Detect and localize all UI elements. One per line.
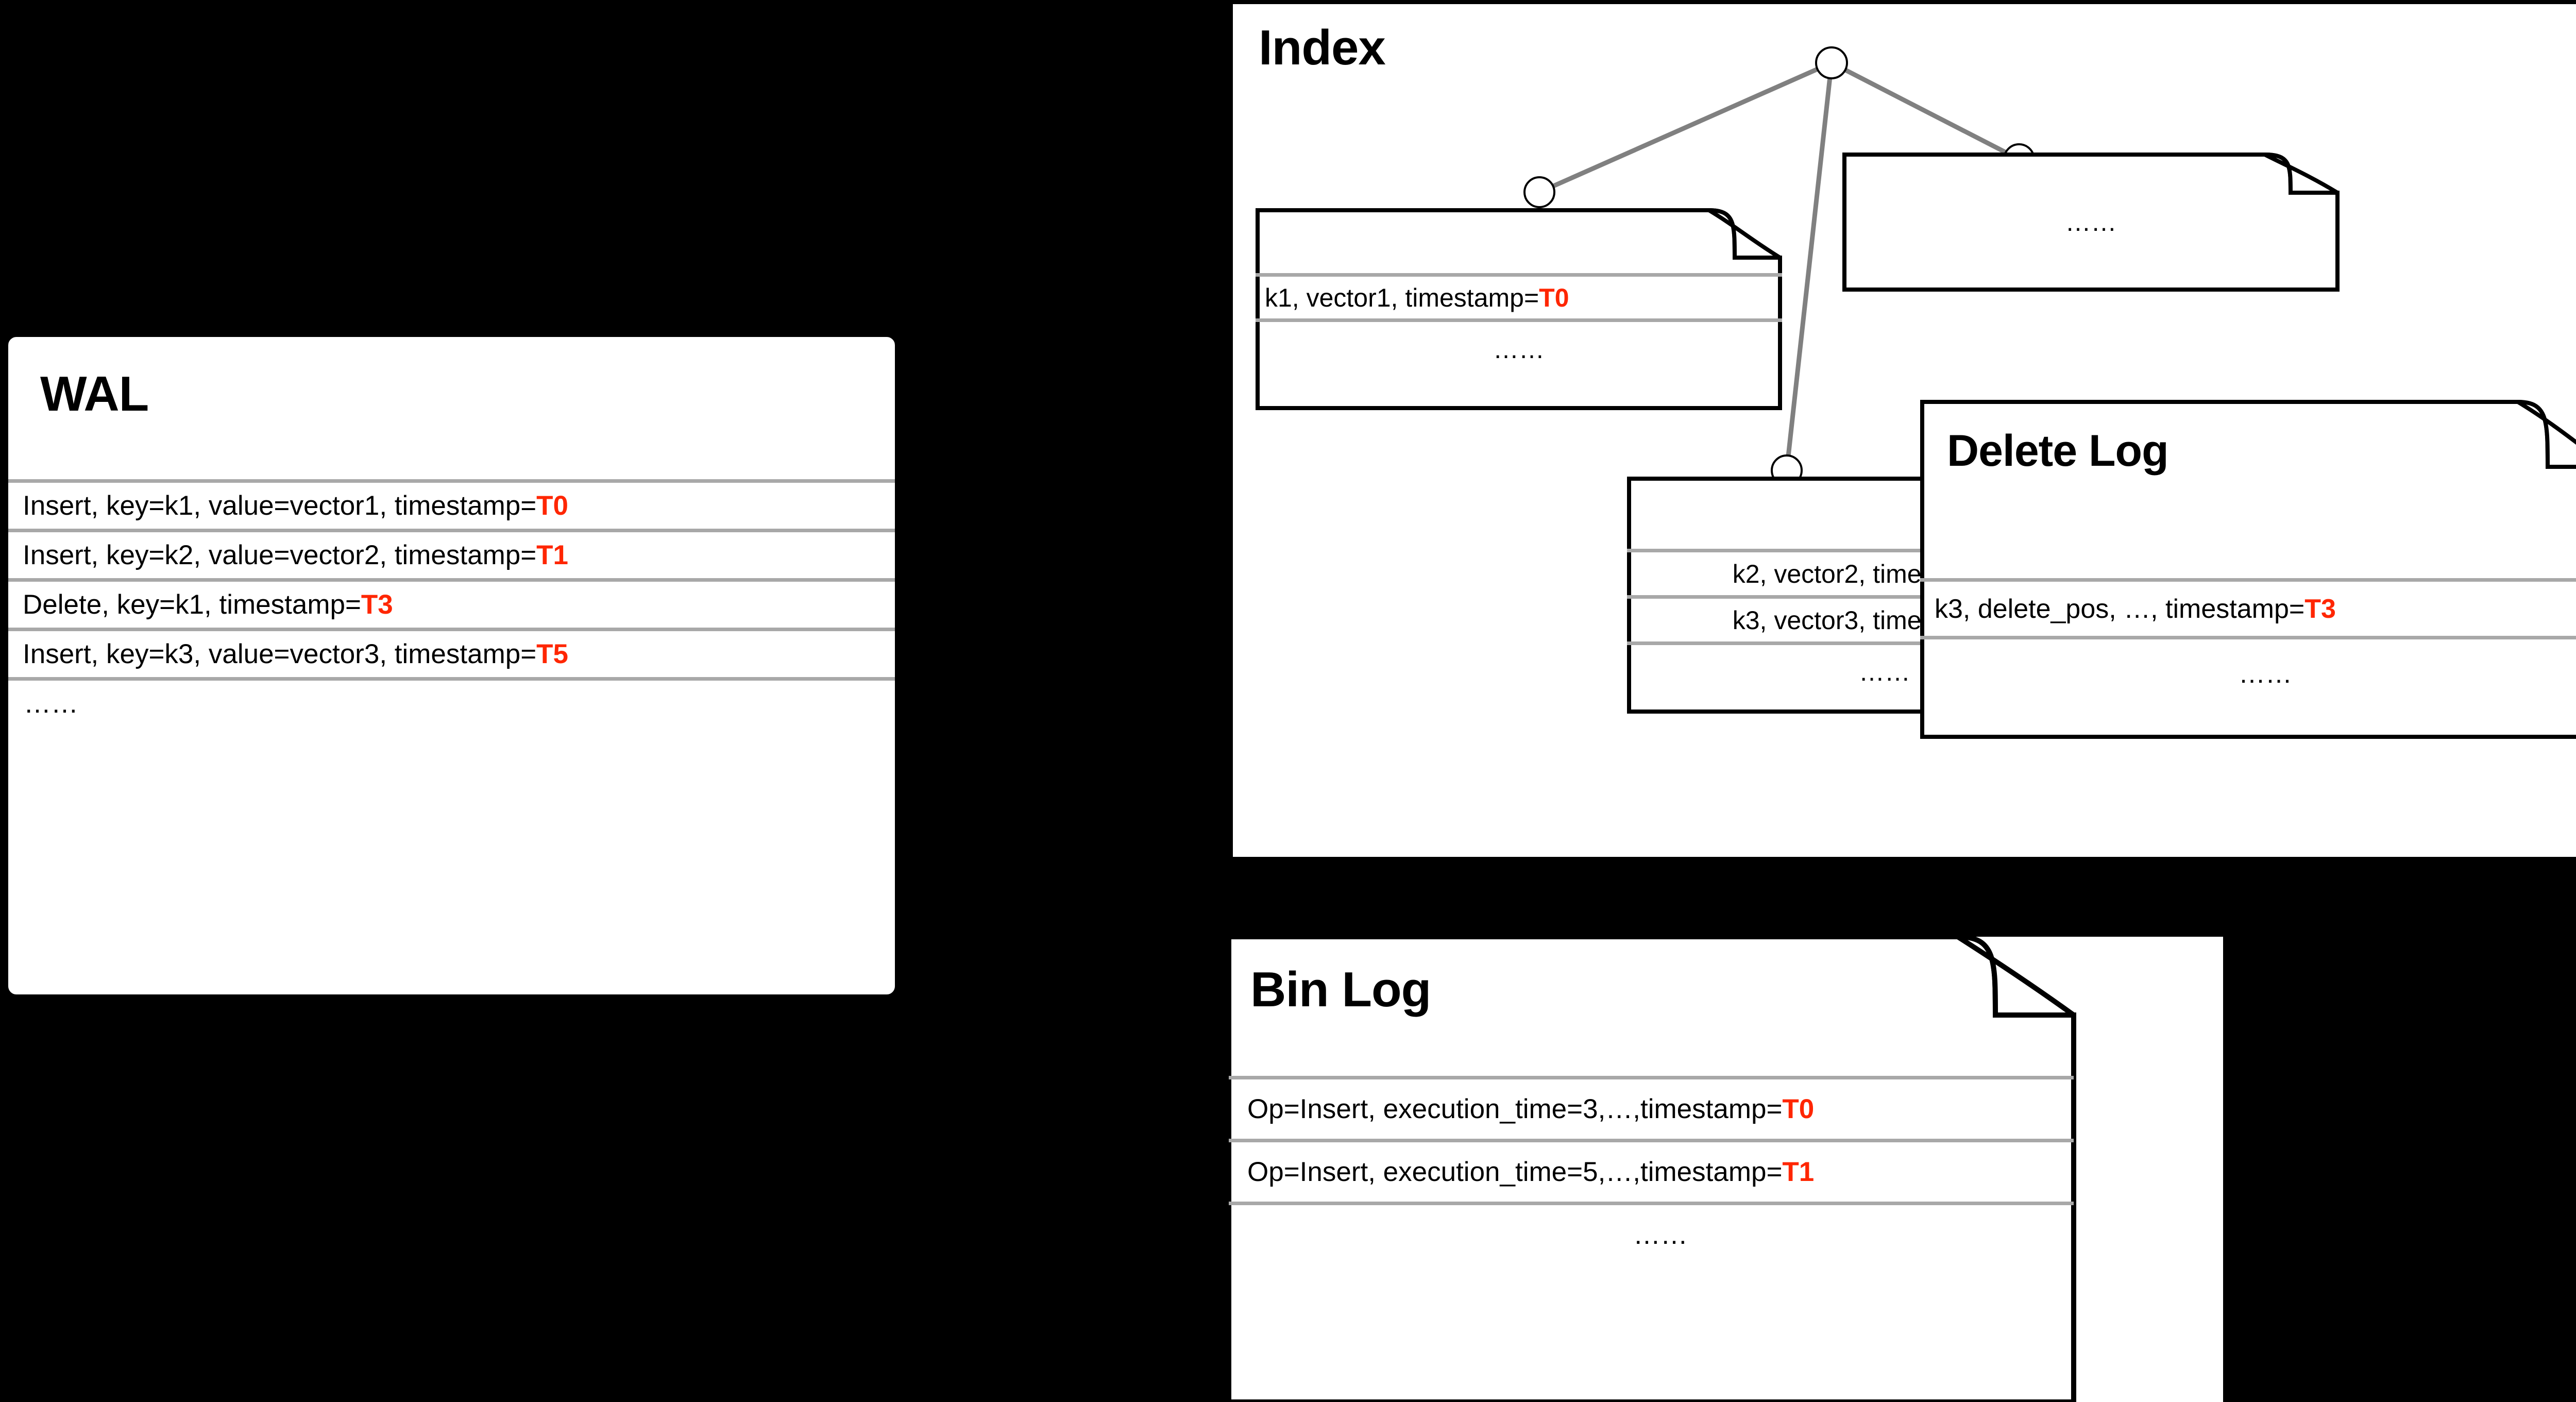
table-row[interactable]: …… (1920, 636, 2576, 708)
index-leaf-card-placeholder: …… (1842, 153, 2340, 292)
row-text: …… (24, 688, 78, 719)
note-shape-icon (1842, 153, 2340, 292)
row-text: Op=Insert, execution_time=3,…,timestamp= (1247, 1094, 1783, 1124)
index-title: Index (1259, 20, 1386, 75)
row-text: …… (1633, 1220, 1688, 1250)
tree-node-root[interactable] (1815, 46, 1848, 79)
timestamp-badge: T3 (2304, 594, 2336, 624)
table-row[interactable]: Delete, key=k1, timestamp=T3 (8, 578, 895, 628)
index-leaf-k1-rows: k1, vector1, timestamp=T0 …… (1256, 273, 1782, 376)
timestamp-badge: T0 (1782, 1094, 1815, 1124)
bin-log-panel: Bin Log Op=Insert, execution_time=3,…,ti… (1229, 937, 2223, 1402)
bin-log-title: Bin Log (1250, 962, 1431, 1017)
timestamp-badge: T1 (1782, 1157, 1815, 1187)
note-shape-icon (1229, 937, 2076, 1402)
row-text: Insert, key=k1, value=vector1, timestamp… (23, 491, 537, 521)
table-row[interactable]: …… (8, 677, 895, 727)
table-row[interactable]: Op=Insert, execution_time=5,…,timestamp=… (1229, 1139, 2074, 1202)
table-row[interactable]: Op=Insert, execution_time=3,…,timestamp=… (1229, 1076, 2074, 1139)
index-panel: Index k1, vector1, timestamp=T0 …… …… (1233, 4, 2576, 857)
row-text: k3, delete_pos, …, timestamp= (1935, 594, 2305, 624)
note-shape-icon (1920, 400, 2576, 739)
row-text: k1, vector1, timestamp= (1265, 283, 1539, 312)
bin-log-row-list: Op=Insert, execution_time=3,…,timestamp=… (1229, 1076, 2074, 1264)
wal-row-list: Insert, key=k1, value=vector1, timestamp… (8, 479, 895, 727)
table-row[interactable]: …… (1627, 641, 2142, 698)
index-leaf-card-k1: k1, vector1, timestamp=T0 …… (1256, 208, 1782, 410)
note-shape-icon (1256, 208, 1782, 410)
delete-log-title: Delete Log (1947, 426, 2169, 476)
table-row[interactable]: k1, vector1, timestamp=T0 (1256, 273, 1782, 318)
timestamp-badge: T0 (1539, 283, 1569, 312)
row-text: Insert, key=k3, value=vector3, timestamp… (23, 639, 537, 669)
wal-panel: WAL Insert, key=k1, value=vector1, times… (5, 334, 898, 998)
delete-log-card: Delete Log k3, delete_pos, …, timestamp=… (1920, 400, 2576, 739)
timestamp-badge: T5 (536, 639, 569, 669)
table-row[interactable]: Insert, key=k3, value=vector3, timestamp… (8, 628, 895, 677)
timestamp-badge: T3 (361, 589, 393, 620)
table-row[interactable]: …… (1229, 1202, 2074, 1264)
row-text: Insert, key=k2, value=vector2, timestamp… (23, 540, 537, 570)
tree-node-left[interactable] (1523, 176, 1555, 208)
wal-title: WAL (40, 366, 149, 421)
row-text: Op=Insert, execution_time=5,…,timestamp= (1247, 1157, 1783, 1187)
delete-log-rows: k3, delete_pos, …, timestamp=T3 …… (1920, 578, 2576, 708)
timestamp-badge: T0 (536, 491, 569, 521)
timestamp-badge: T1 (536, 540, 569, 570)
table-row[interactable]: Insert, key=k1, value=vector1, timestamp… (8, 479, 895, 529)
row-text: …… (1859, 657, 1910, 686)
table-row[interactable]: Insert, key=k2, value=vector2, timestamp… (8, 529, 895, 578)
table-row[interactable]: …… (1256, 318, 1782, 376)
table-row[interactable]: k3, delete_pos, …, timestamp=T3 (1920, 578, 2576, 636)
row-text: Delete, key=k1, timestamp= (23, 589, 361, 620)
row-text: …… (2239, 658, 2292, 689)
row-text: …… (1493, 334, 1545, 364)
index-leaf-placeholder-text: …… (2065, 208, 2117, 237)
